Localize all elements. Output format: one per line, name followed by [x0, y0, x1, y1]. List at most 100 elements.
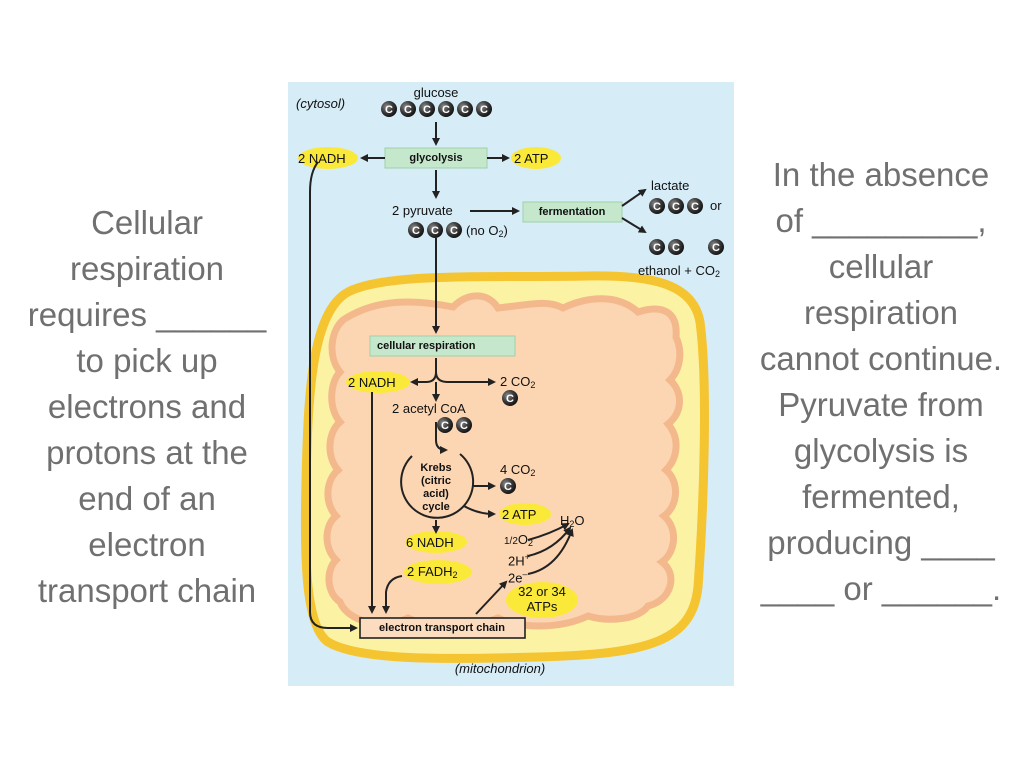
arrow-fadh2-etc — [382, 575, 403, 614]
carbon-ball — [408, 222, 424, 238]
carbon-symbol: C — [653, 201, 661, 213]
right-question-text: In the absence of _________, cellular re… — [736, 152, 1024, 612]
h-plus-label: 2H+ — [508, 552, 530, 569]
half-o2-label: 1/2O2 — [504, 532, 534, 548]
respiration-diagram: C C C C C C C C C C C C C C C C — [288, 82, 734, 686]
carbon-symbol: C — [712, 242, 720, 254]
carbon-symbol: C — [442, 104, 450, 116]
cytosol-label: (cytosol) — [296, 96, 346, 111]
carbon-molecules: C C C C C C C C C C C C C C C C — [381, 101, 724, 494]
right-text-line: In the absence — [772, 156, 990, 193]
carbon-ball — [476, 101, 492, 117]
right-text-line: glycolysis is — [793, 432, 969, 469]
co2-4-label: 4 CO2 — [500, 462, 536, 478]
carbon-symbol: C — [480, 104, 488, 116]
co2-krebs-carbon — [500, 478, 516, 494]
lactate-carbons: C C C — [649, 198, 703, 214]
carbon-ball — [687, 198, 703, 214]
arrow-fermentation-ethanol — [621, 217, 647, 234]
electron-transport-chain-box — [359, 617, 526, 639]
arrow-o2-h2o — [527, 523, 570, 541]
carbon-ball — [456, 417, 472, 433]
right-text-line: producing ____ — [767, 524, 995, 561]
krebs-cycle-arc — [400, 453, 475, 519]
acetyl-carbons: C C — [437, 417, 472, 433]
carbon-ball — [446, 222, 462, 238]
nadh-top-label: 2 NADH — [298, 151, 346, 166]
co2-carbon — [502, 390, 518, 406]
carbon-symbol: C — [450, 225, 458, 237]
left-text-line: Cellular — [91, 204, 203, 241]
nadh-6-highlight — [405, 531, 467, 553]
carbon-ball — [400, 101, 416, 117]
arrow-electrons-h2o — [527, 528, 574, 575]
pyruvate-label: 2 pyruvate — [392, 203, 453, 218]
carbon-ball — [438, 101, 454, 117]
carbon-symbol: C — [672, 242, 680, 254]
carbon-symbol: C — [653, 242, 661, 254]
right-text-line: ____ or ______. — [760, 570, 1002, 607]
carbon-symbol: C — [460, 420, 468, 432]
right-text-line: Pyruvate from — [778, 386, 984, 423]
carbon-symbol: C — [506, 393, 514, 405]
lactate-label: lactate — [651, 178, 690, 193]
carbon-ball — [708, 239, 724, 255]
pyruvate-carbons: C C C — [408, 222, 462, 238]
arrow-fermentation-lactate — [621, 188, 647, 207]
fadh2-label: 2 FADH2 — [407, 564, 458, 580]
left-text-line: respiration — [69, 250, 225, 287]
nadh-6-label: 6 NADH — [406, 535, 454, 550]
ethanol-carbons: C C C — [649, 239, 724, 255]
carbon-ball — [457, 101, 473, 117]
carbon-symbol: C — [441, 420, 449, 432]
atp-krebs-highlight — [499, 503, 551, 525]
carbon-symbol: C — [691, 201, 699, 213]
right-text-line: respiration — [803, 294, 959, 331]
glycolysis-label: glycolysis — [409, 152, 463, 164]
carbon-ball — [381, 101, 397, 117]
right-text-line: of _________, — [775, 202, 987, 239]
etc-label: electron transport chain — [379, 622, 505, 634]
cellular-respiration-label: cellular respiration — [377, 340, 476, 352]
nadh-mito-highlight — [346, 371, 410, 393]
pathway-arrows — [309, 122, 647, 632]
left-question-text: Cellular respiration requires ______ to … — [4, 200, 290, 614]
co2-2-label: 2 CO2 — [500, 374, 536, 390]
carbon-ball — [668, 239, 684, 255]
arrow-etc-atp — [475, 580, 508, 615]
mitochondrion-label: (mitochondrion) — [454, 661, 546, 676]
ethanol-label: ethanol + CO2 — [638, 263, 720, 279]
arrow-nadh-top-etc — [309, 161, 358, 632]
left-text-line: to pick up — [76, 342, 218, 379]
acetyl-coa-label: 2 acetyl CoA — [392, 401, 466, 416]
left-text-line: electrons and — [47, 388, 247, 425]
carbon-ball — [649, 198, 665, 214]
arrow-krebs-atp — [463, 505, 496, 518]
atp-krebs-label: 2 ATP — [502, 507, 537, 522]
carbon-symbol: C — [504, 481, 512, 493]
h2o-label: H2O — [560, 513, 585, 529]
arrow-acetyl-krebs — [435, 422, 448, 454]
atp-32-highlight — [506, 582, 578, 618]
left-text-line: transport chain — [37, 572, 257, 609]
fermentation-box — [522, 201, 623, 223]
carbon-symbol: C — [423, 104, 431, 116]
diagram-graphics: C C C C C C C C C C C C C C C C — [288, 82, 734, 686]
carbon-ball — [649, 239, 665, 255]
atp-top-highlight — [511, 147, 561, 169]
carbon-ball — [419, 101, 435, 117]
no-o2-label: (no O2) — [466, 223, 508, 239]
carbon-symbol: C — [461, 104, 469, 116]
nadh-top-highlight — [298, 147, 358, 169]
glucose-label: glucose — [413, 85, 459, 100]
nadh-mito-label: 2 NADH — [348, 375, 396, 390]
electrons-label: 2e– — [508, 569, 528, 586]
left-text-line: electron — [88, 526, 206, 563]
left-text-line: protons at the — [46, 434, 248, 471]
carbon-symbol: C — [404, 104, 412, 116]
left-text-line: end of an — [78, 480, 216, 517]
arrow-to-co2 — [435, 371, 496, 386]
carbon-symbol: C — [412, 225, 420, 237]
carbon-symbol: C — [385, 104, 393, 116]
